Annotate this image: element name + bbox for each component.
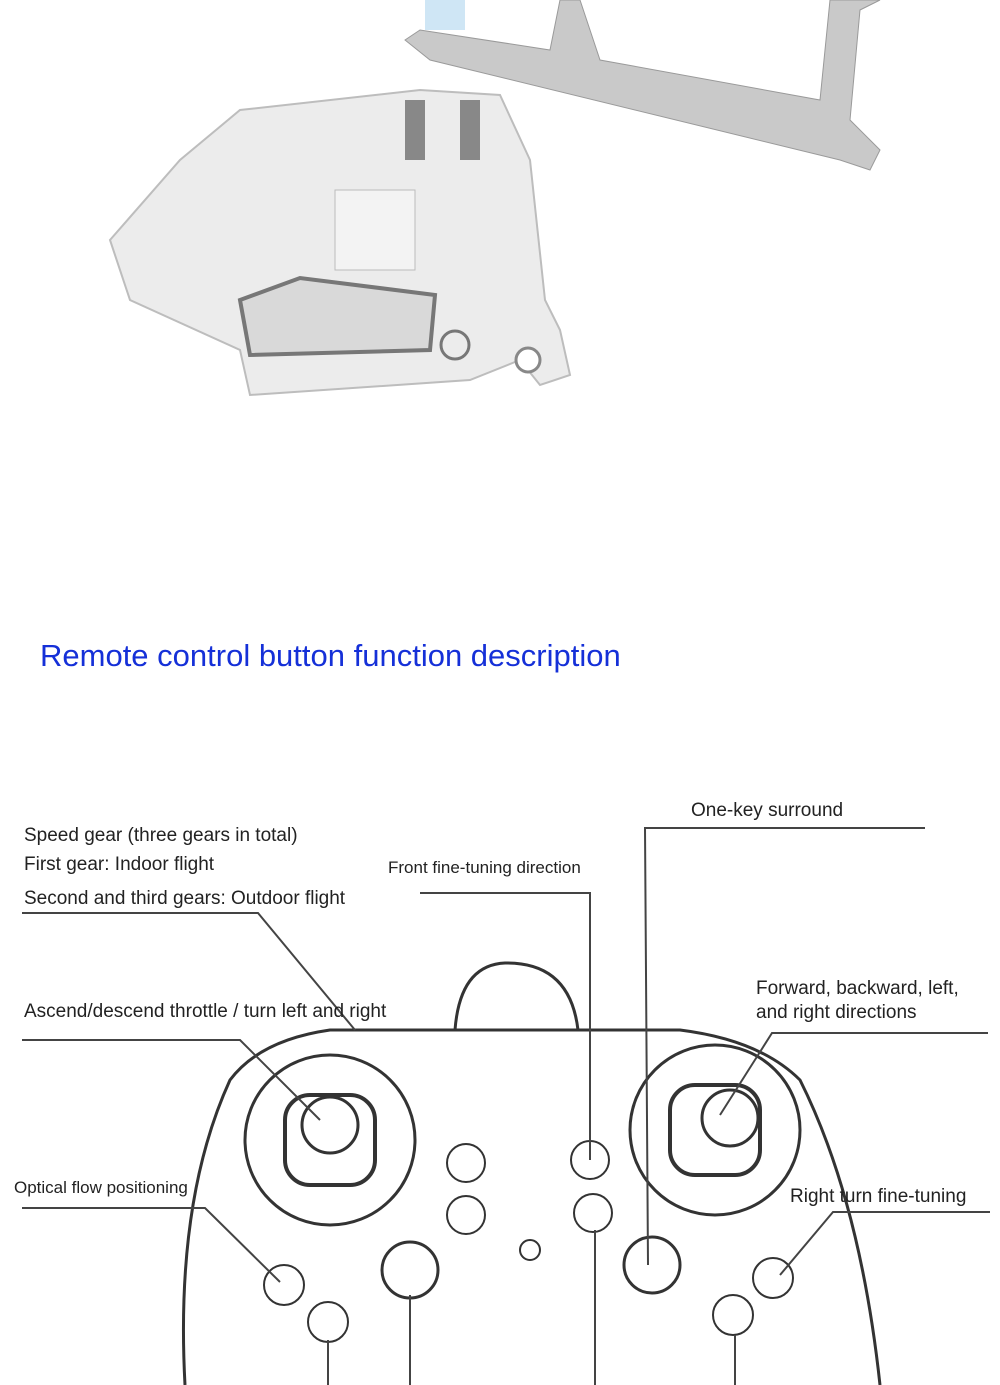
- right-turn-fine-tuning-label: Right turn fine-tuning: [790, 1186, 967, 1207]
- directions-label-line1: Forward, backward, left,: [756, 978, 959, 999]
- second-third-gear-label: Second and third gears: Outdoor flight: [24, 888, 346, 909]
- callout-lines: [22, 827, 990, 1385]
- battery-product-image: [108, 0, 881, 397]
- optical-flow-label: Optical flow positioning: [14, 1178, 188, 1197]
- directions-label-line2: and right directions: [756, 1002, 917, 1023]
- left-joystick: [243, 1053, 417, 1227]
- first-gear-label: First gear: Indoor flight: [24, 854, 215, 875]
- speed-gear-label: Speed gear (three gears in total): [24, 825, 298, 846]
- throttle-label: Ascend/descend throttle / turn left and …: [24, 1001, 387, 1022]
- section-title: Remote control button function descripti…: [40, 638, 621, 673]
- one-key-surround-label: One-key surround: [691, 800, 844, 821]
- front-fine-tuning-label: Front fine-tuning direction: [388, 858, 581, 877]
- right-joystick: [628, 1043, 802, 1217]
